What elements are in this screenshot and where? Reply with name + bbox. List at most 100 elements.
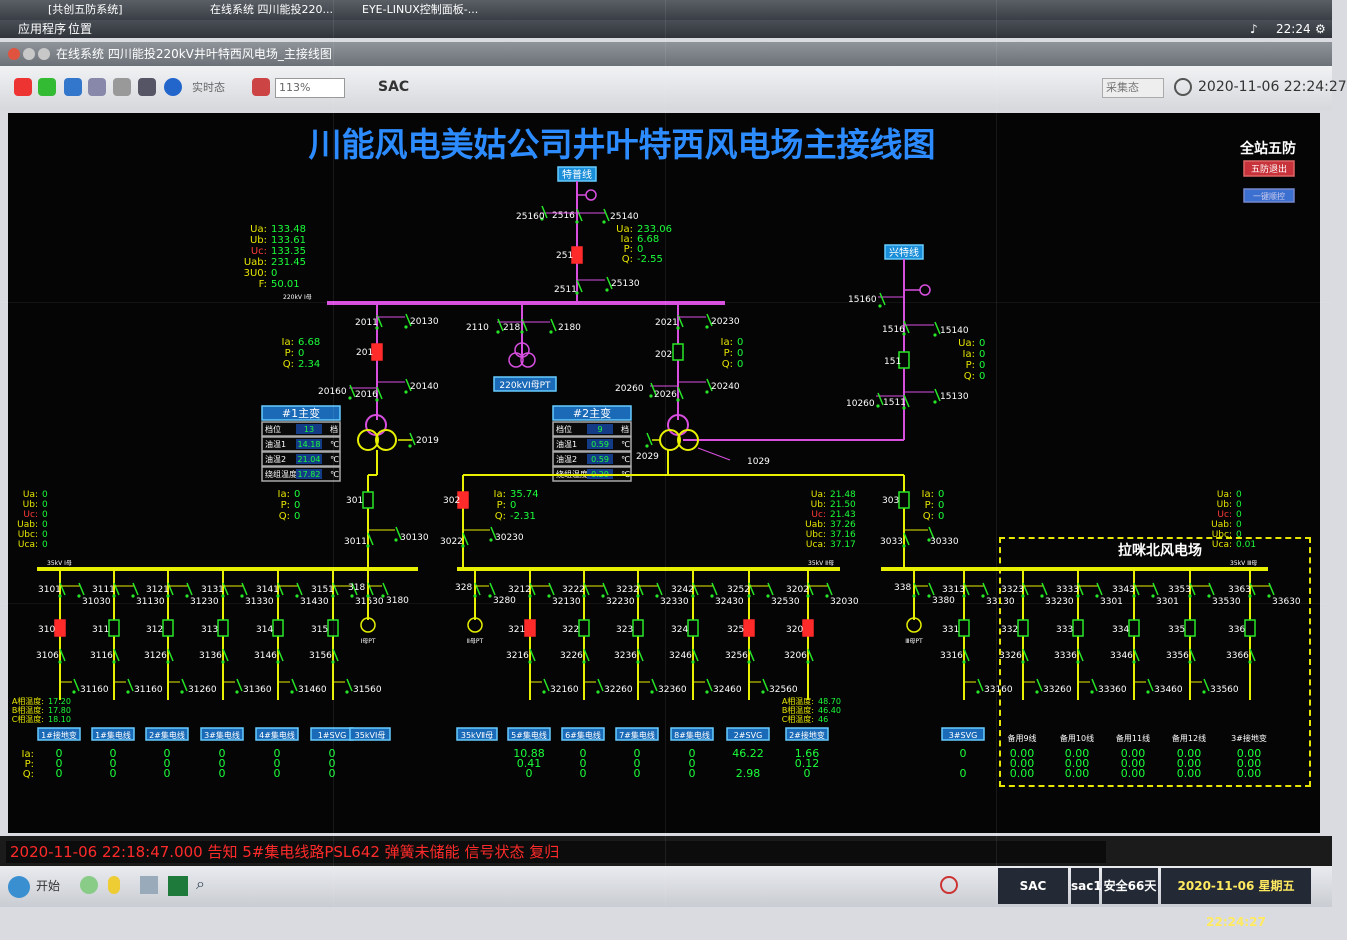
feeder-breaker[interactable] — [743, 619, 755, 637]
feeder-name[interactable]: 2#接地变 — [789, 730, 825, 740]
zoom-input[interactable]: 113% — [275, 78, 345, 98]
feeder-name-box[interactable] — [941, 727, 985, 741]
minimize-icon[interactable] — [23, 48, 35, 60]
feeder-name[interactable]: 6#集电线 — [565, 730, 601, 740]
feeder-name-box[interactable] — [255, 727, 299, 741]
bulb-icon[interactable] — [108, 876, 120, 894]
feeder-name-box[interactable] — [37, 727, 81, 741]
pt35-1-box[interactable] — [349, 727, 391, 741]
feeder-name[interactable]: 1#接地变 — [41, 730, 77, 740]
places-menu[interactable]: 位置 — [68, 22, 93, 36]
edit-icon[interactable] — [64, 78, 82, 96]
feeder-name-box[interactable] — [785, 727, 829, 741]
start-icon[interactable] — [8, 876, 30, 898]
start-button[interactable]: 开始 — [36, 879, 61, 893]
ground-switch — [646, 432, 653, 446]
disconnector — [113, 648, 120, 662]
pt220-tag[interactable] — [493, 376, 557, 392]
feeder-breaker[interactable] — [958, 619, 970, 637]
camera-icon[interactable] — [138, 78, 156, 96]
breaker-302[interactable] — [457, 491, 469, 509]
feeder-breaker[interactable] — [1072, 619, 1084, 637]
pt35-2-box-label[interactable]: 35kVⅡ母 — [461, 731, 493, 740]
print-icon[interactable] — [113, 78, 131, 96]
feeder-name-box[interactable] — [670, 727, 714, 741]
system-tab-2[interactable]: 在线系统 四川能投220... — [210, 3, 333, 16]
breaker-303[interactable] — [898, 491, 910, 509]
feeder-breaker[interactable] — [687, 619, 699, 637]
breaker-151[interactable] — [898, 351, 910, 369]
feeder-breaker[interactable] — [217, 619, 229, 637]
feeder-breaker[interactable] — [162, 619, 174, 637]
refresh-icon[interactable] — [38, 78, 56, 96]
feeder-name-box[interactable] — [615, 727, 659, 741]
power-icon[interactable] — [14, 78, 32, 96]
close-icon[interactable] — [8, 48, 20, 60]
feeder-breaker[interactable] — [1244, 619, 1256, 637]
taskbar-sac[interactable]: SAC — [998, 868, 1068, 904]
pt35-2-box[interactable] — [456, 727, 498, 741]
feeder-name[interactable]: 1#SVG — [318, 731, 347, 740]
volume-icon[interactable]: ♪ — [1250, 22, 1258, 36]
feeder-breaker[interactable] — [1184, 619, 1196, 637]
ground-switch — [351, 582, 358, 596]
wufang-button-2[interactable] — [1243, 188, 1295, 203]
feeder-breaker[interactable] — [108, 619, 120, 637]
feeder-breaker[interactable] — [1128, 619, 1140, 637]
feeder-breaker[interactable] — [802, 619, 814, 637]
system-tab-3[interactable]: EYE-LINUX控制面板-... — [362, 3, 479, 16]
gear-icon[interactable]: ⚙ — [1315, 22, 1326, 36]
feeder-breaker[interactable] — [524, 619, 536, 637]
feeder-breaker[interactable] — [632, 619, 644, 637]
disconnector-node — [1248, 660, 1252, 664]
feeder-breaker[interactable] — [54, 619, 66, 637]
monitor-icon[interactable] — [88, 78, 106, 96]
globe-icon[interactable] — [164, 78, 182, 96]
network-icon[interactable] — [940, 876, 958, 894]
mode-select[interactable]: 实时态 — [192, 81, 225, 94]
feeder-breaker[interactable] — [327, 619, 339, 637]
bus220-voltage-label: Uab: — [244, 257, 267, 268]
wufang-exit-label[interactable]: 五防退出 — [1251, 163, 1287, 175]
apps-menu[interactable]: 应用程序 — [18, 22, 67, 36]
user-menu[interactable]: SAC — [378, 79, 410, 95]
feeder-name-box[interactable] — [561, 727, 605, 741]
state-select[interactable]: 采集态 — [1102, 78, 1164, 98]
feeder-name[interactable]: 2#SVG — [734, 731, 763, 740]
feeder-name[interactable]: 8#集电线 — [674, 730, 710, 740]
feeder-breaker[interactable] — [272, 619, 284, 637]
feeder-name[interactable]: 7#集电线 — [619, 730, 655, 740]
wufang-button-2-label[interactable]: 一键顺控 — [1253, 191, 1285, 201]
breaker-301[interactable] — [362, 491, 374, 509]
feeder-name[interactable]: 4#集电线 — [259, 730, 295, 740]
search-icon[interactable]: ⌕ — [196, 874, 205, 893]
feeder-breaker[interactable] — [578, 619, 590, 637]
layer-icon[interactable] — [252, 78, 270, 96]
feeder-name[interactable]: 5#集电线 — [511, 730, 547, 740]
maximize-icon[interactable] — [38, 48, 50, 60]
taskbar-sac1[interactable]: sac1 — [1071, 868, 1102, 904]
breaker-251[interactable] — [571, 246, 583, 264]
feeder-name[interactable]: 1#集电线 — [95, 730, 131, 740]
breaker-202[interactable] — [672, 343, 684, 361]
feeder-name-box[interactable] — [145, 727, 189, 741]
lami-north-box — [999, 537, 1311, 787]
breaker-201[interactable] — [371, 343, 383, 361]
t1-table-key: 绕组温度 — [265, 469, 297, 479]
system-tab-1[interactable]: [共创五防系统] — [48, 3, 123, 16]
excel-icon[interactable] — [168, 876, 188, 896]
pt35-1-box-label[interactable]: 35kVⅠ母 — [355, 731, 386, 740]
alarm-message[interactable]: 2020-11-06 22:18:47.000 告知 5#集电线路PSL642 … — [6, 841, 1106, 863]
feeder-name[interactable]: 3#集电线 — [204, 730, 240, 740]
feeder-breaker[interactable] — [1017, 619, 1029, 637]
feeder-name-box[interactable] — [91, 727, 135, 741]
feeder-name-box[interactable] — [200, 727, 244, 741]
palette-icon[interactable] — [80, 876, 98, 894]
feeder-name-box[interactable] — [726, 727, 770, 741]
feeder-name-box[interactable] — [507, 727, 551, 741]
disconnector-node — [166, 594, 170, 598]
feeder-name[interactable]: 3#SVG — [949, 731, 978, 740]
feeder-name[interactable]: 2#集电线 — [149, 730, 185, 740]
lock-icon[interactable] — [140, 876, 158, 894]
wufang-exit-button[interactable] — [1243, 160, 1295, 177]
